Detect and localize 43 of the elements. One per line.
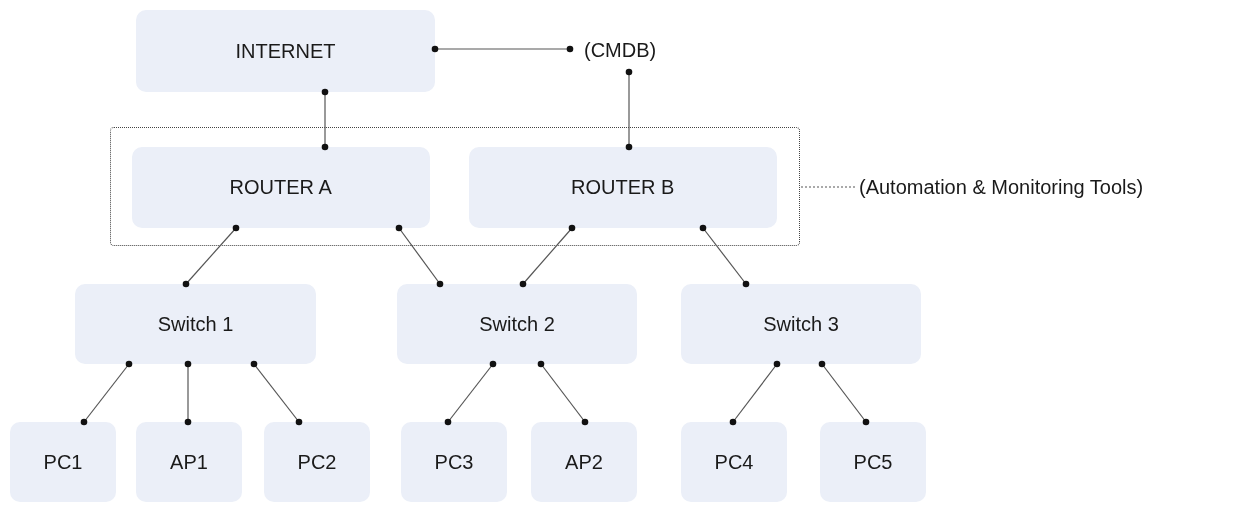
- connector-line: [537, 360, 589, 426]
- connector-line: [395, 224, 444, 288]
- device-label: PC3: [434, 450, 474, 474]
- connector-line: [625, 68, 633, 151]
- connector-line: [431, 45, 574, 53]
- device-label: PC2: [297, 450, 337, 474]
- device-label: Switch 1: [157, 312, 234, 336]
- annotation-text: (CMDB): [584, 38, 657, 62]
- device-label: INTERNET: [235, 39, 336, 63]
- device-label: Switch 3: [763, 312, 839, 336]
- connector-line: [729, 360, 781, 426]
- network-device-box: [136, 10, 435, 92]
- connector-line: [444, 360, 497, 426]
- device-label: PC5: [853, 450, 893, 474]
- network-device-box: [681, 422, 787, 502]
- network-device-box: [131, 146, 430, 228]
- network-device-box: [10, 422, 116, 502]
- device-label: PC4: [714, 450, 754, 474]
- device-label: AP2: [565, 450, 603, 474]
- device-label: PC1: [43, 450, 83, 474]
- network-device-box: [401, 422, 507, 502]
- connector-line: [250, 360, 303, 426]
- network-device-box: [136, 422, 242, 502]
- device-label: Switch 2: [479, 312, 555, 336]
- connector-line: [699, 224, 750, 288]
- network-device-box: [820, 422, 926, 502]
- connector-line: [184, 360, 192, 426]
- network-device-box: [264, 422, 370, 502]
- connector-line: [818, 360, 870, 426]
- device-label: ROUTER A: [229, 175, 332, 199]
- network-device-box: [468, 146, 777, 228]
- connector-line: [182, 224, 240, 288]
- device-label: ROUTER B: [571, 175, 675, 199]
- annotation-text: (Automation & Monitoring Tools): [859, 175, 1144, 199]
- network-device-box: [681, 284, 921, 364]
- connector-line: [321, 88, 329, 151]
- device-label: AP1: [170, 450, 208, 474]
- network-device-box: [75, 284, 316, 364]
- network-device-box: [531, 422, 637, 502]
- network-device-box: [397, 284, 637, 364]
- connector-line: [80, 360, 133, 426]
- leader-line: [799, 186, 856, 188]
- connector-line: [519, 224, 576, 288]
